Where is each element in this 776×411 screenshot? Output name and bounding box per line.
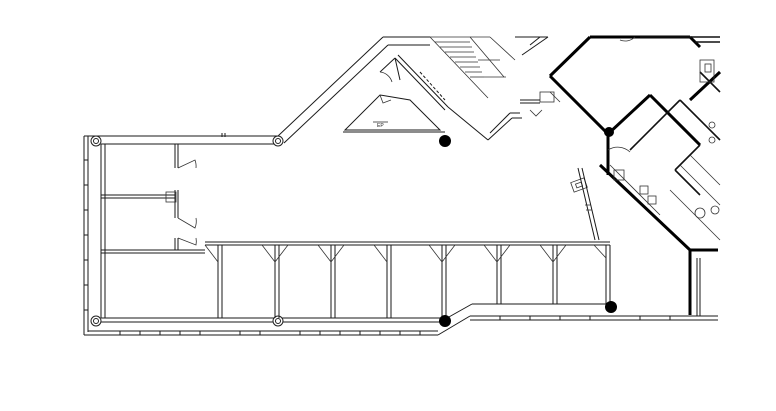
door-swing (177, 217, 197, 229)
marker-dot (604, 127, 614, 137)
marker-dot (605, 301, 617, 313)
left-offices (101, 144, 205, 254)
north-wing: EP (343, 36, 549, 141)
right-core (520, 35, 722, 316)
window-ticks (84, 159, 671, 335)
markers (439, 127, 617, 327)
room-label-ep: EP (377, 123, 384, 129)
marker-dot (439, 315, 451, 327)
marker-dot (439, 135, 451, 147)
bottom-offices (204, 241, 611, 318)
wall-ticks (221, 133, 226, 137)
door-swing (177, 237, 197, 246)
door-swing (177, 159, 197, 169)
stair-treads (429, 36, 516, 99)
structural-columns (90, 135, 284, 327)
